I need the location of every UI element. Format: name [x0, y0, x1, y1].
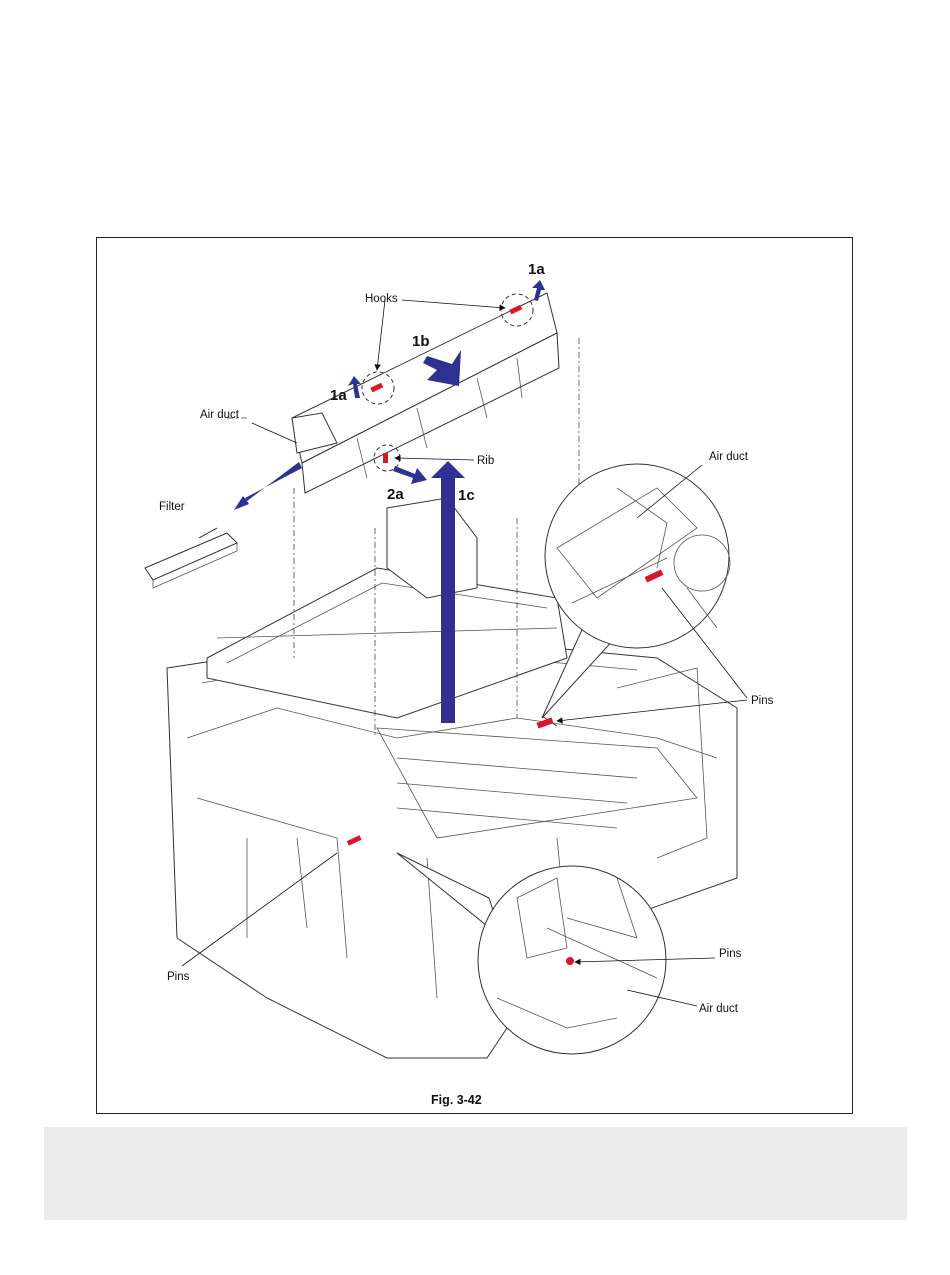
label-air-duct-top: Air duct — [200, 409, 240, 421]
filter-part — [145, 533, 237, 588]
label-rib: Rib — [477, 455, 494, 467]
step-1a-top: 1a — [528, 261, 545, 278]
step-1a-left: 1a — [330, 387, 347, 404]
label-air-duct-inset-bottom: Air duct — [699, 1003, 739, 1015]
arrow-2a — [393, 466, 427, 484]
bottom-panel — [44, 1127, 907, 1220]
step-1c: 1c — [458, 487, 475, 504]
step-2a: 2a — [387, 486, 404, 503]
label-pins-right: Pins — [751, 695, 774, 707]
label-pins-left: Pins — [167, 971, 190, 983]
label-hooks: Hooks — [365, 293, 398, 305]
disassembly-diagram: Hooks Air duct Rib Filter Air duct Pins … — [97, 238, 854, 1115]
label-air-duct-inset-top: Air duct — [709, 451, 749, 463]
figure-caption: Fig. 3-42 — [431, 1093, 482, 1107]
arrow-filter — [234, 462, 302, 510]
label-pins-inset-bottom: Pins — [719, 948, 742, 960]
figure-frame: Hooks Air duct Rib Filter Air duct Pins … — [96, 237, 853, 1114]
label-filter: Filter — [159, 501, 185, 513]
step-1b: 1b — [412, 333, 430, 350]
